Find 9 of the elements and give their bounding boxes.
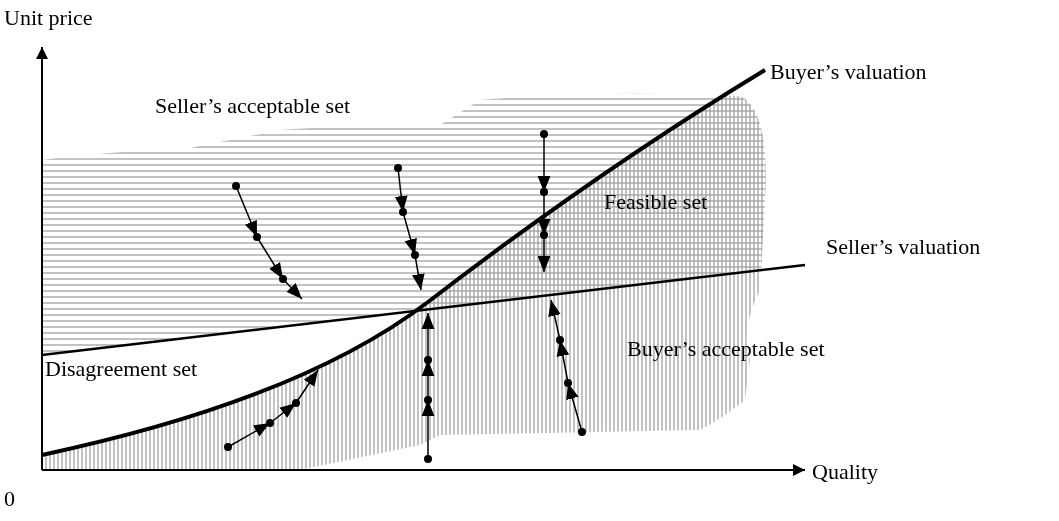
curve-label: Seller’s valuation: [826, 235, 981, 259]
axis-title: Unit price: [4, 6, 93, 30]
region-label: Seller’s acceptable set: [155, 94, 351, 118]
region-label: Disagreement set: [45, 357, 198, 381]
region-label: Buyer’s acceptable set: [627, 337, 825, 361]
axis-title: Quality: [812, 460, 878, 484]
region-label: Feasible set: [604, 190, 708, 214]
origin-label: 0: [4, 487, 15, 511]
curve-label: Buyer’s valuation: [770, 60, 927, 84]
